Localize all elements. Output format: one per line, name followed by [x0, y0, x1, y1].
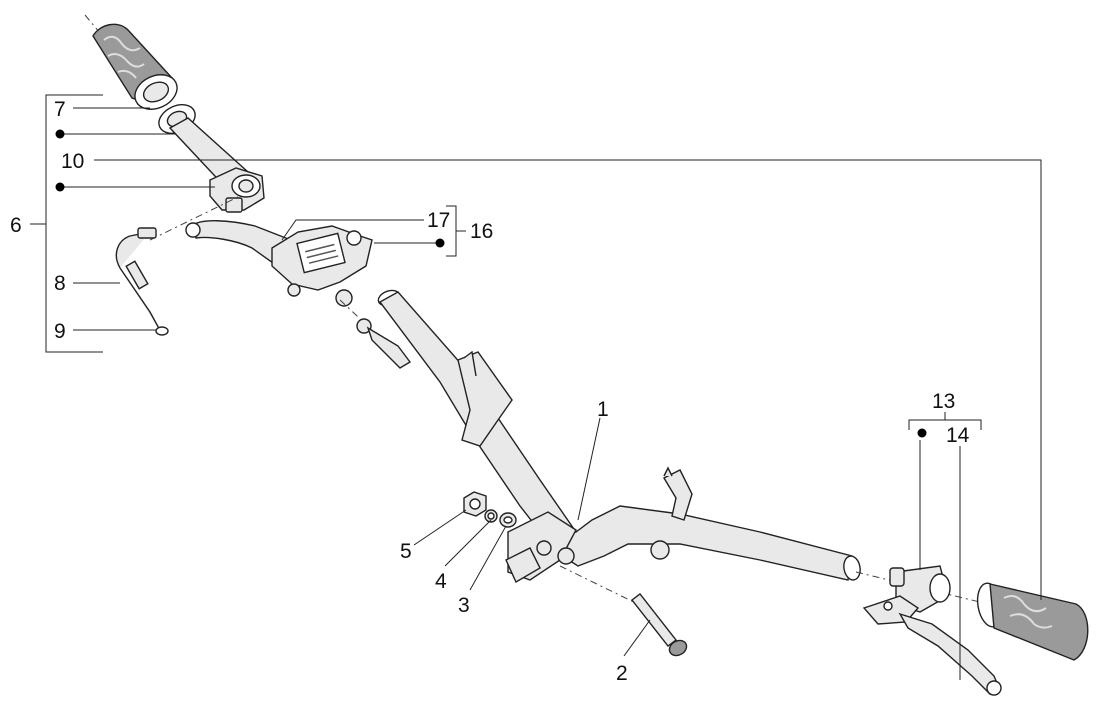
throttle-cable — [115, 195, 241, 336]
callout-4: 4 — [435, 570, 447, 593]
throttle-housing — [209, 167, 265, 213]
callout-13: 13 — [932, 390, 955, 413]
reference-dots — [55, 129, 927, 438]
callout-2: 2 — [616, 662, 628, 685]
washer-3 — [499, 512, 517, 528]
dot-marker — [55, 182, 65, 192]
callout-7: 7 — [54, 98, 66, 121]
callout-14: 14 — [946, 424, 970, 447]
callout-labels: 1 2 3 4 5 6 7 8 9 10 13 14 16 17 — [10, 98, 970, 685]
leader-lines — [30, 94, 1042, 680]
clutch-lever-assembly — [855, 565, 1002, 696]
master-cylinder — [271, 225, 373, 307]
dot-marker — [435, 238, 445, 248]
callout-1: 1 — [597, 398, 609, 421]
callout-5: 5 — [400, 540, 412, 563]
brake-hose-fitting — [339, 299, 412, 369]
callout-8: 8 — [54, 272, 66, 295]
right-grip — [976, 582, 1089, 661]
handlebar — [377, 289, 861, 611]
callout-10: 10 — [61, 150, 84, 173]
callout-3: 3 — [458, 594, 470, 617]
dot-marker — [917, 428, 927, 438]
washer-4 — [484, 509, 498, 523]
dot-marker — [55, 129, 65, 139]
callout-6: 6 — [10, 214, 22, 237]
callout-17: 17 — [427, 209, 450, 232]
callout-16: 16 — [470, 220, 493, 243]
nut-5 — [463, 491, 487, 517]
left-grip — [84, 14, 178, 110]
callout-9: 9 — [54, 320, 66, 343]
bolt — [631, 593, 688, 657]
